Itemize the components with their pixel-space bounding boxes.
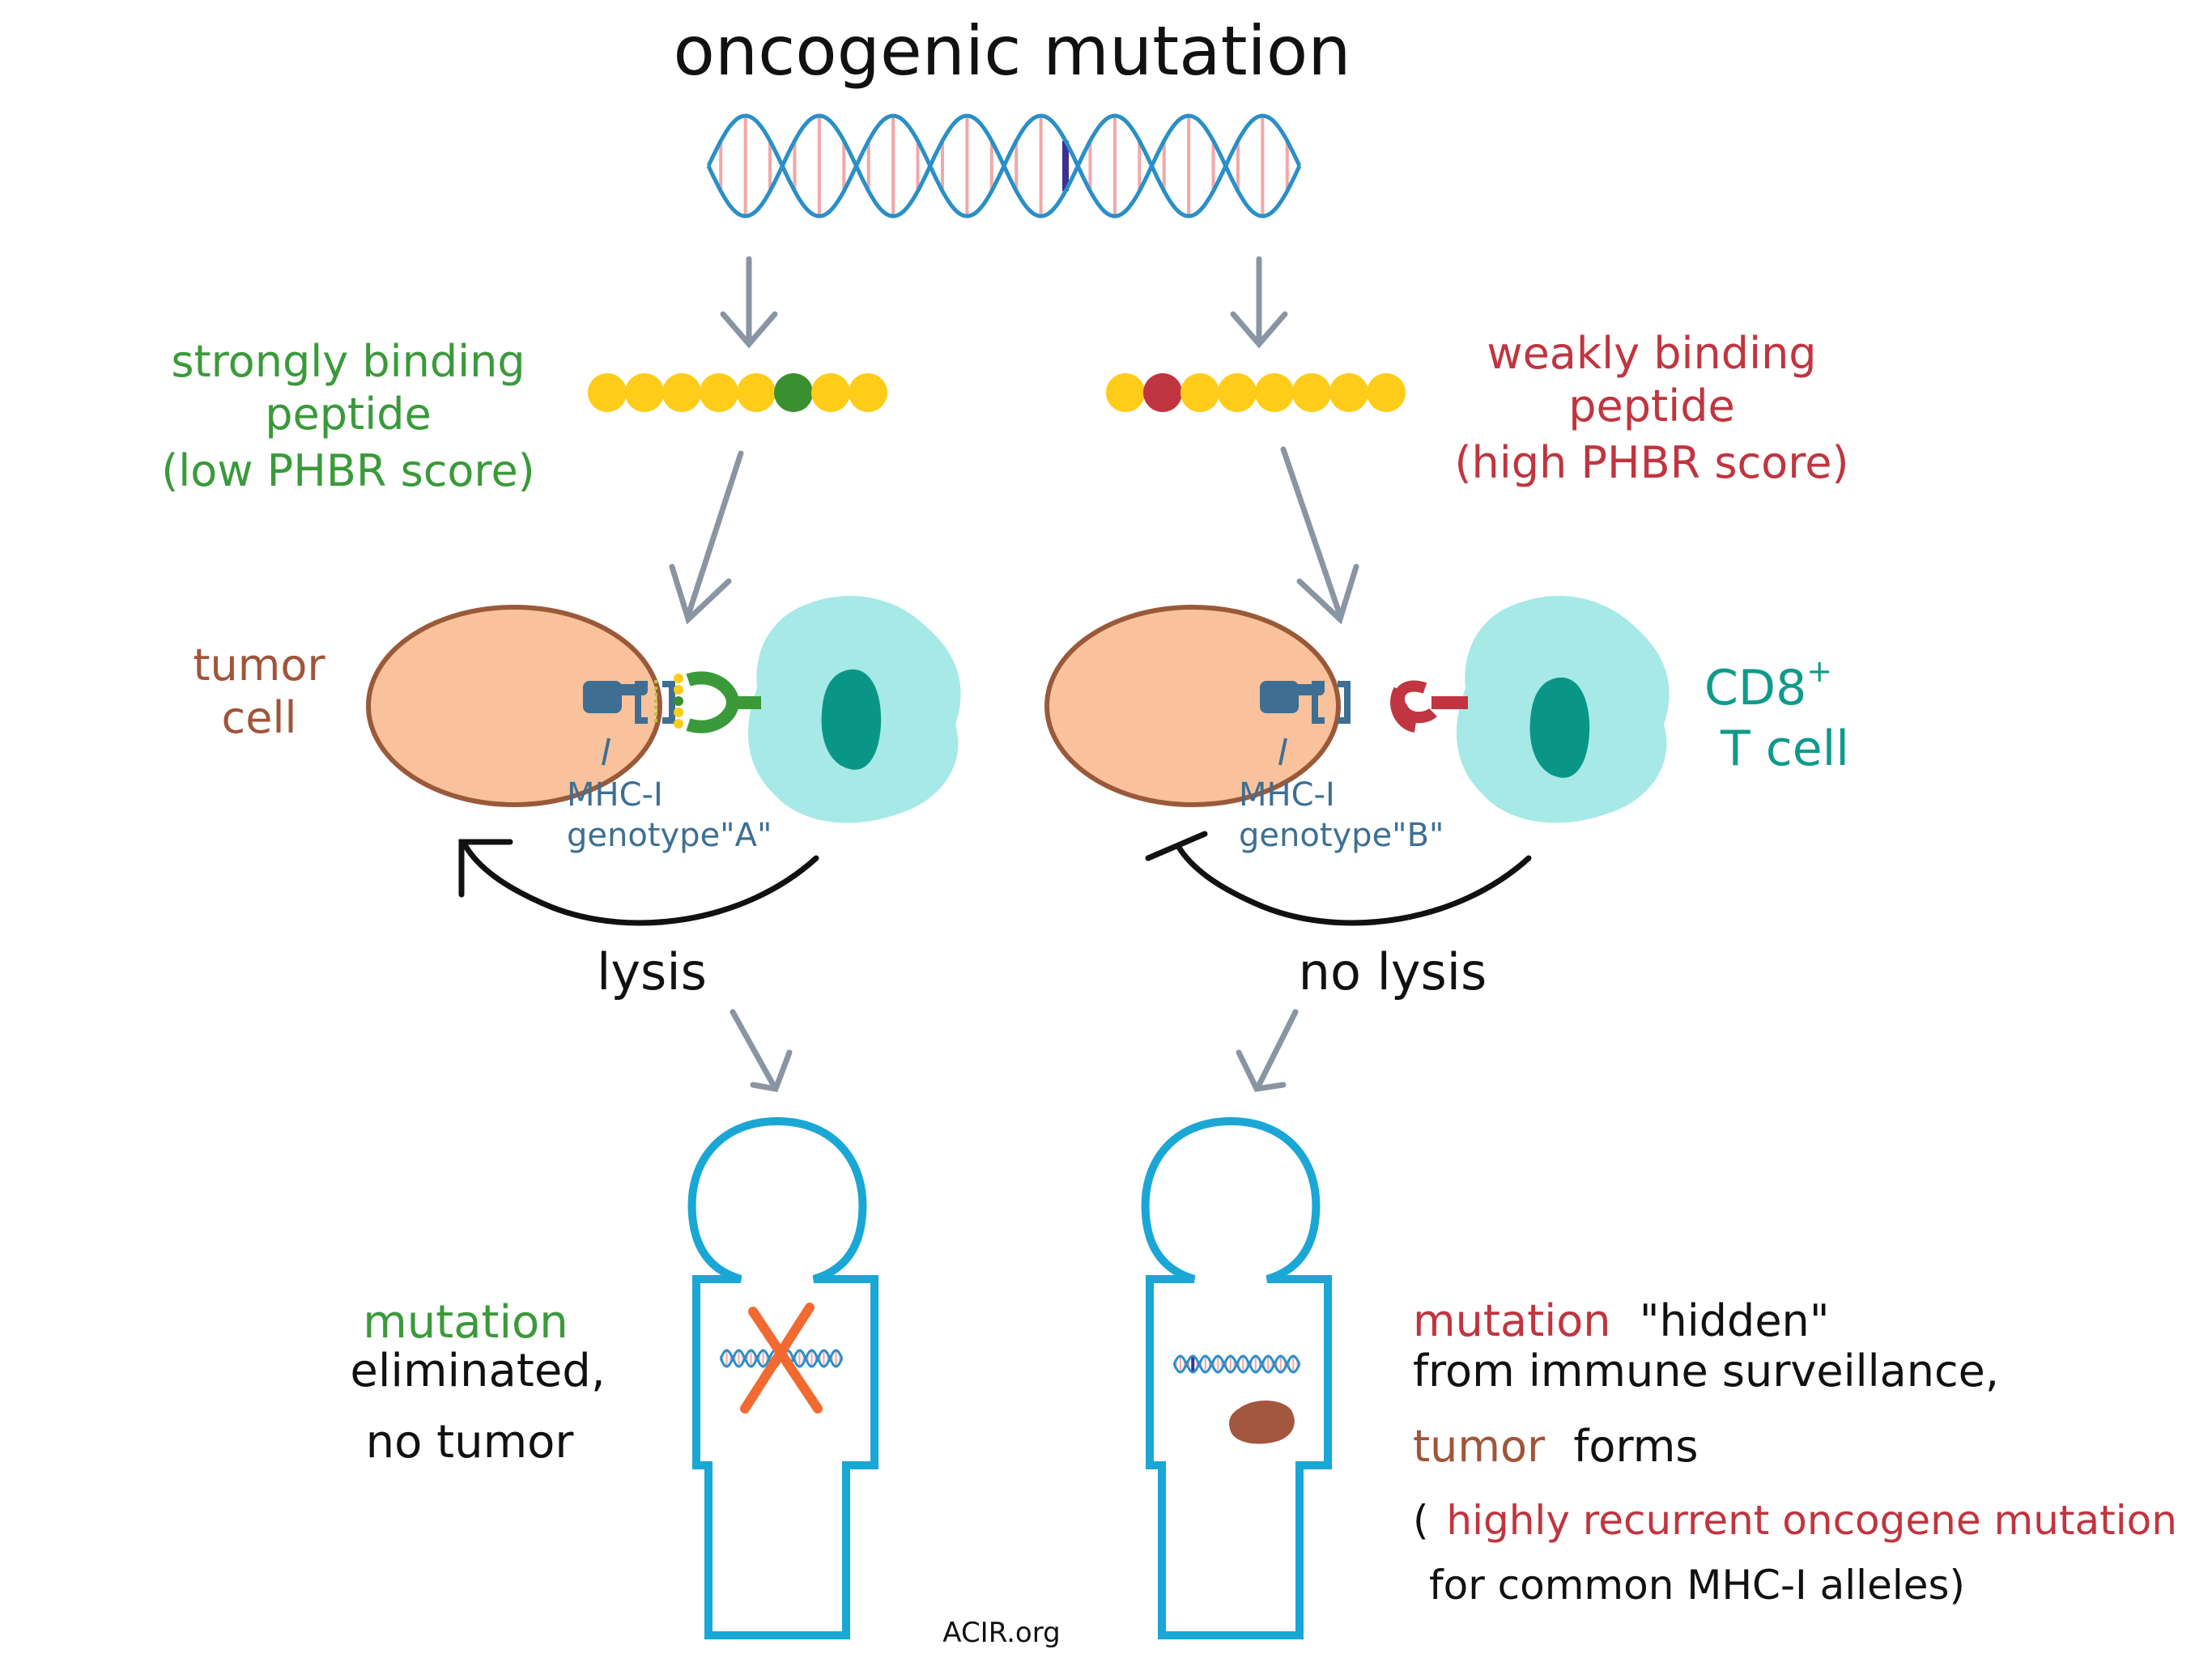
tcell-nucleus xyxy=(821,669,882,770)
mhc-receptor-right xyxy=(1260,681,1351,766)
peptide-residue xyxy=(588,373,627,412)
label-tumor-cell: tumor cell xyxy=(193,640,325,743)
result-right: mutation "hidden" from immune surveillan… xyxy=(1413,1295,2177,1609)
peptide-residue xyxy=(1329,373,1368,412)
tcell-nucleus xyxy=(1529,677,1590,778)
label-mhc-left: MHC-I genotype"A" xyxy=(567,776,772,854)
arrow-no-lysis-to-person xyxy=(1236,1009,1299,1092)
label-line: T cell xyxy=(1720,721,1849,777)
peptide-residue xyxy=(1180,373,1219,412)
result-hidden-word: "hidden" xyxy=(1640,1295,1830,1346)
tumor-mass-icon xyxy=(1229,1401,1295,1444)
dna-helix-icon xyxy=(1172,1354,1301,1374)
label-line: for common MHC-I alleles) xyxy=(1429,1562,1965,1609)
peptide-residue xyxy=(849,373,887,412)
dna-helix-icon xyxy=(706,113,1302,219)
result-forms-word: forms xyxy=(1573,1421,1698,1472)
label-line: no tumor xyxy=(366,1416,575,1469)
label-line: (low PHBR score) xyxy=(161,445,535,496)
arrow-lysis-to-person xyxy=(730,1009,793,1092)
peptide-residue xyxy=(700,373,738,412)
label-line: MHC-I xyxy=(567,776,663,814)
peptide-residue xyxy=(1106,373,1145,412)
peptide-residue xyxy=(625,373,664,412)
lysis-arrow xyxy=(458,839,819,926)
result-recurrent-phrase: highly recurrent oncogene mutation xyxy=(1446,1497,2177,1544)
arrow-peptide-to-left-mhc xyxy=(669,450,744,625)
label-line: peptide xyxy=(265,389,431,440)
label-superscript: + xyxy=(1806,653,1832,689)
mhc-receptor-left xyxy=(583,674,683,766)
label-cd8: CD8 xyxy=(1704,660,1806,716)
label-weakly-binding-peptide: weakly binding peptide (high PHBR score) xyxy=(1454,328,1848,488)
label-line: weakly binding xyxy=(1487,328,1816,379)
tcell-left xyxy=(747,596,961,823)
peptide-mutant-residue xyxy=(1143,373,1182,412)
person-left xyxy=(687,1116,878,1639)
label-line: (high PHBR score) xyxy=(1454,437,1848,488)
result-left: mutation eliminated, no tumor xyxy=(350,1296,605,1469)
label-mhc-right: MHC-I genotype"B" xyxy=(1239,776,1444,854)
peptide-residue xyxy=(737,373,776,412)
label-line: tumor forms xyxy=(1413,1421,1698,1472)
x-mark-icon xyxy=(740,1303,823,1414)
label-line: mutation "hidden" xyxy=(1413,1295,1830,1346)
label-line: from immune surveillance, xyxy=(1413,1346,1999,1397)
label-line: strongly binding xyxy=(171,336,525,387)
tcr-right-unbound xyxy=(1390,680,1468,733)
arrow-dna-to-right-peptide xyxy=(1230,256,1288,349)
dna-strand xyxy=(706,113,1302,219)
label-line: cell xyxy=(222,692,297,743)
tcell-right xyxy=(1456,596,1670,823)
label-line: peptide xyxy=(1568,380,1734,432)
paren-open: ( xyxy=(1413,1497,1429,1544)
label-line: tumor xyxy=(193,640,325,691)
label-no-lysis: no lysis xyxy=(1299,942,1487,1001)
result-mutation-word: mutation xyxy=(363,1296,568,1349)
diagram-title: oncogenic mutation xyxy=(673,11,1351,91)
peptide-residue xyxy=(1292,373,1331,412)
label-line: eliminated, xyxy=(350,1345,605,1397)
footer-credit: ACIR.org xyxy=(942,1617,1060,1649)
label-lysis: lysis xyxy=(597,942,707,1001)
peptide-residue xyxy=(662,373,701,412)
label-line: CD8+ xyxy=(1704,653,1832,716)
peptide-residue xyxy=(811,373,850,412)
label-line: MHC-I xyxy=(1239,776,1335,814)
person-right xyxy=(1141,1116,1332,1639)
peptide-mutant-residue xyxy=(774,373,813,412)
peptide-residue xyxy=(1255,373,1294,412)
peptide-weak-binder xyxy=(1106,373,1406,412)
peptide-strong-binder xyxy=(588,373,887,412)
tcr-left-bound xyxy=(686,671,761,733)
arrow-dna-to-left-peptide xyxy=(720,256,778,349)
tumor-cell-right xyxy=(1044,605,1341,807)
label-cd8-tcell: CD8+ T cell xyxy=(1704,653,1849,777)
arrow-peptide-to-right-mhc xyxy=(1280,446,1359,625)
dna-strand xyxy=(1172,1354,1301,1374)
result-mutation-word: mutation xyxy=(1413,1295,1611,1346)
result-tumor-word: tumor xyxy=(1413,1421,1546,1472)
tumor-cell-left xyxy=(366,605,662,807)
peptide-residue xyxy=(1218,373,1257,412)
peptide-residue xyxy=(1367,373,1406,412)
label-line: ( highly recurrent oncogene mutation xyxy=(1413,1497,2177,1544)
label-line: genotype"A" xyxy=(567,817,772,854)
no-lysis-blocked-arrow xyxy=(1145,831,1532,926)
label-strongly-binding-peptide: strongly binding peptide (low PHBR score… xyxy=(161,336,535,496)
label-line: genotype"B" xyxy=(1239,817,1444,854)
